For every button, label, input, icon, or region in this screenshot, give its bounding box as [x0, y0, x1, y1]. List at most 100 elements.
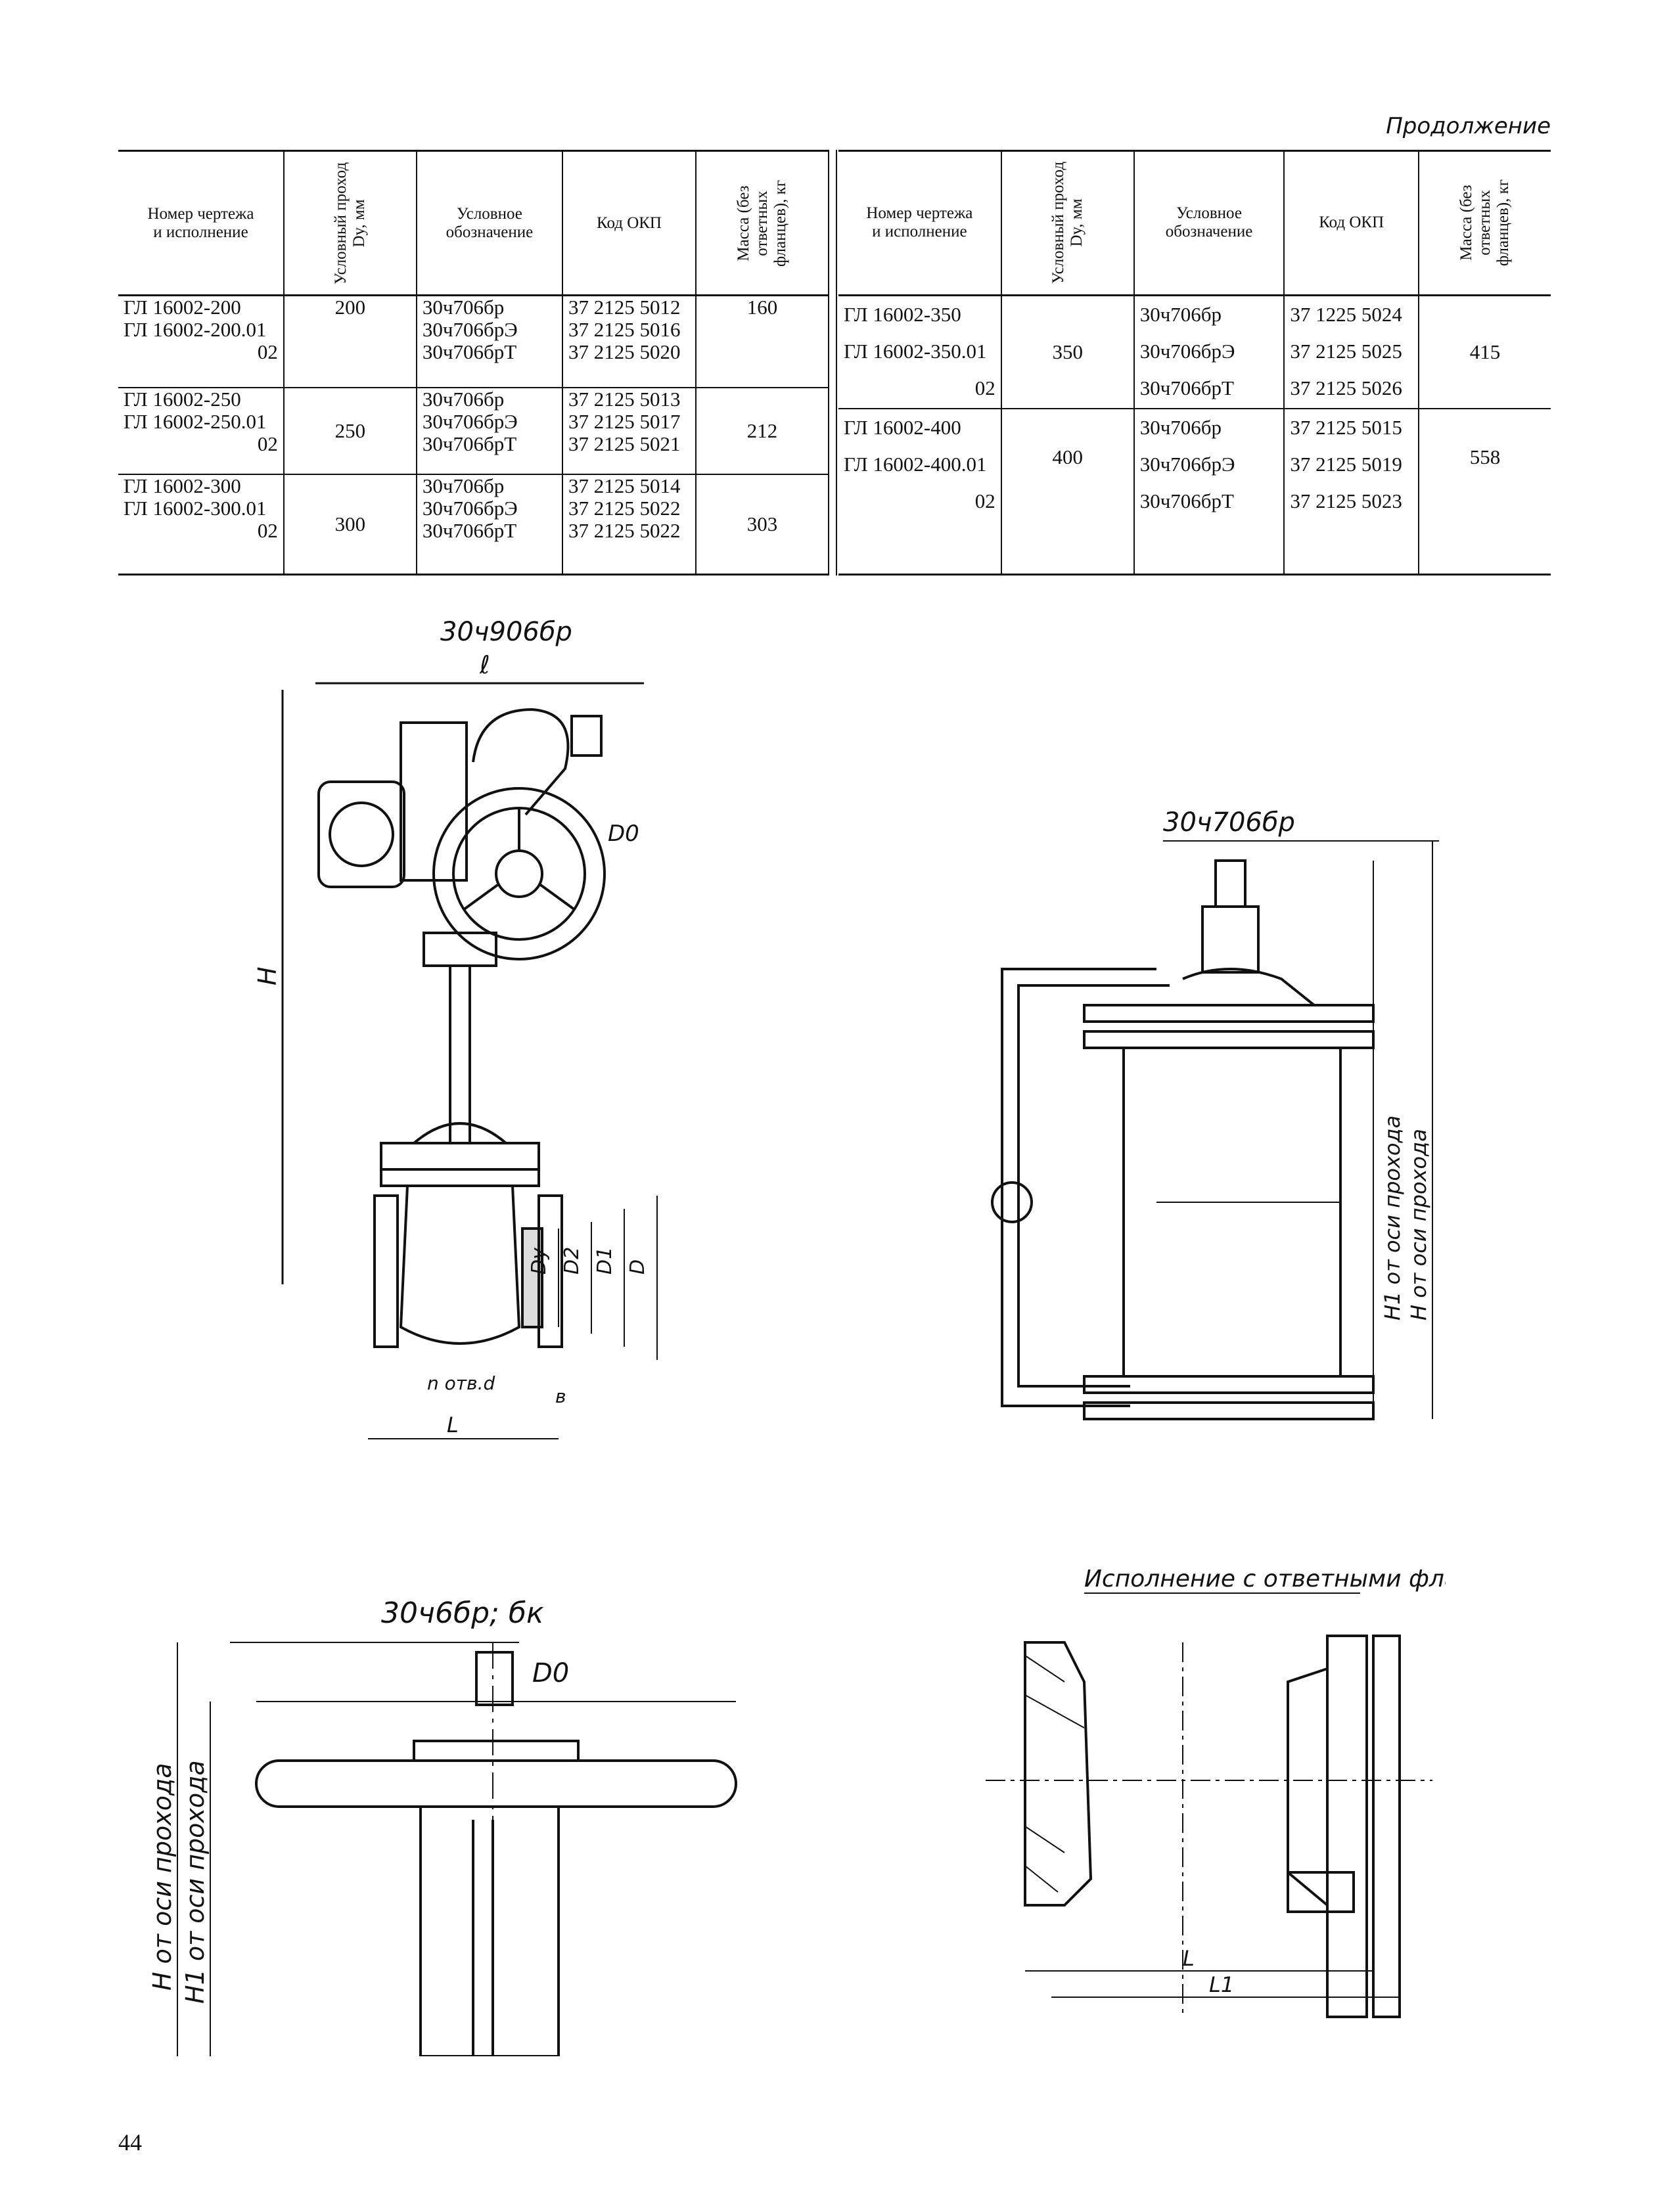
figure-handwheel-30ch6br: 30ч6бр; бк D0 H от оси прохода H1 от оси… [151, 1596, 737, 2056]
header-dn: Условный проход Dy, мм [331, 162, 368, 284]
drawing-cell: 02 [257, 432, 278, 456]
okp-cell: 37 2125 5019 [1290, 452, 1402, 476]
mass-cell: 415 [1469, 340, 1501, 363]
drawing-cell: 02 [257, 519, 278, 543]
okp-cell: 37 2125 5023 [1290, 489, 1402, 512]
fig3-dim-D0: D0 [532, 1658, 569, 1688]
drawing-cell: 02 [974, 489, 995, 512]
designation-cell: 30ч706бр [422, 474, 505, 498]
fig4-dim-L: L [1183, 1946, 1195, 1971]
drawing-cell: ГЛ 16002-400.01 [844, 452, 987, 476]
drawing-cell: ГЛ 16002-400 [844, 415, 961, 439]
fig1-dim-D: D [626, 1259, 649, 1275]
fig2-dim-H: H от оси прохода [1406, 1129, 1431, 1320]
drawing-cell: 02 [257, 340, 278, 364]
dn-cell: 250 [334, 419, 366, 443]
header-mass: Масса (без ответных фланцев), кг [734, 179, 789, 267]
designation-cell: 30ч706брТ [422, 519, 517, 543]
okp-cell: 37 2125 5025 [1290, 339, 1402, 363]
drawing-cell: ГЛ 16002-250 [124, 388, 241, 411]
designation-cell: 30ч706брЭ [422, 497, 518, 520]
okp-cell: 37 2125 5015 [1290, 415, 1402, 439]
fig4-title: Исполнение с ответными фланцами [1084, 1566, 1446, 1592]
drawing-cell: ГЛ 16002-350.01 [844, 339, 987, 363]
designation-cell: 30ч706брЭ [422, 318, 518, 342]
mass-cell: 303 [746, 512, 778, 536]
fig1-title: 30ч906бр [440, 618, 572, 647]
table-header-row: Номер чертежа и исполнение Условный прох… [118, 150, 828, 297]
table-row: ГЛ 16002-400 ГЛ 16002-400.01 02 400 30ч706… [838, 407, 1551, 575]
header-mass: Масса (без ответных фланцев), кг [1457, 179, 1512, 267]
fig3-dim-H: H от оси прохода [151, 1763, 177, 1991]
fig1-dim-H: H [253, 966, 282, 985]
page-number: 44 [118, 2129, 142, 2156]
continuation-label: Продолжение [1386, 113, 1551, 139]
okp-cell: 37 2125 5012 [568, 296, 681, 319]
drawing-cell: ГЛ 16002-300.01 [124, 497, 267, 520]
dn-cell: 400 [1052, 445, 1083, 468]
fig1-dim-l: ℓ [479, 650, 490, 679]
fig1-dim-holes: n отв.d [427, 1372, 495, 1394]
fig2-title: 30ч706бр [1163, 808, 1295, 838]
fig1-dim-b: в [555, 1386, 566, 1407]
header-drawing: Номер чертежа и исполнение [118, 150, 285, 297]
designation-cell: 30ч706брТ [422, 432, 517, 456]
mass-cell: 160 [746, 296, 778, 319]
designation-cell: 30ч706бр [1139, 415, 1222, 439]
fig1-dim-L: L [447, 1412, 459, 1437]
okp-cell: 37 2125 5014 [568, 474, 681, 498]
okp-cell: 37 2125 5020 [568, 340, 681, 364]
header-designation: Условное обозначение [416, 150, 564, 297]
okp-cell: 37 2125 5021 [568, 432, 681, 456]
header-designation: Условное обозначение [1133, 150, 1285, 296]
okp-cell: 37 2125 5022 [568, 519, 681, 543]
okp-cell: 37 2125 5017 [568, 410, 681, 434]
designation-cell: 30ч706брЭ [1139, 339, 1235, 363]
fig3-dim-H1: H1 от оси прохода [181, 1760, 210, 2004]
fig1-dim-D2: D2 [560, 1247, 583, 1275]
designation-cell: 30ч706бр [1139, 302, 1222, 326]
designation-cell: 30ч706брЭ [1139, 452, 1235, 476]
fig1-dim-D0: D0 [608, 821, 639, 847]
designation-cell: 30ч706брТ [1139, 489, 1234, 512]
fig3-title: 30ч6бр; бк [381, 1596, 544, 1630]
drawing-cell: ГЛ 16002-350 [844, 302, 961, 326]
fig2-dim-H1: H1 от оси прохода [1380, 1116, 1405, 1320]
drawing-cell: ГЛ 16002-200 [124, 296, 241, 319]
header-okp: Код ОКП [562, 150, 697, 297]
mass-cell: 212 [746, 419, 778, 443]
header-dn: Условный проход Dy, мм [1049, 162, 1086, 284]
dn-cell: 350 [1052, 340, 1083, 363]
okp-cell: 37 2125 5026 [1290, 376, 1402, 399]
okp-cell: 37 2125 5013 [568, 388, 681, 411]
drawing-cell: ГЛ 16002-200.01 [124, 318, 267, 342]
dn-cell: 200 [334, 296, 366, 319]
figure-valve-30ch906br: 30ч906бр ℓ H D0 Dy D2 D1 D n отв.d в L [253, 618, 658, 1439]
okp-cell: 37 1225 5024 [1290, 302, 1402, 326]
dn-cell: 300 [334, 512, 366, 536]
table-header-row: Номер чертежа и исполнение Условный прох… [838, 150, 1551, 296]
fig1-dim-Dy: Dy [528, 1247, 551, 1275]
figure-counter-flanges: Исполнение с ответными фланцами L L1 [986, 1566, 1446, 2018]
designation-cell: 30ч706брТ [1139, 376, 1234, 399]
designation-cell: 30ч706бр [422, 296, 505, 319]
fig1-dim-D1: D1 [593, 1247, 616, 1275]
drawing-cell: ГЛ 16002-300 [124, 474, 241, 498]
header-okp: Код ОКП [1284, 150, 1419, 296]
figure-valve-30ch706br: 30ч706бр H1 от оси прохода H от оси прох… [991, 808, 1439, 1420]
drawing-cell: ГЛ 16002-250.01 [124, 410, 267, 434]
okp-cell: 37 2125 5022 [568, 497, 681, 520]
spec-table-left: Номер чертежа и исполнение Условный прох… [118, 150, 828, 576]
designation-cell: 30ч706бр [422, 388, 505, 411]
table-row: ГЛ 16002-350 ГЛ 16002-350.01 02 350 30ч706… [838, 295, 1551, 409]
table-divider [828, 150, 837, 576]
mass-cell: 558 [1469, 445, 1501, 468]
header-drawing: Номер чертежа и исполнение [838, 150, 1002, 296]
designation-cell: 30ч706брЭ [422, 410, 518, 434]
okp-cell: 37 2125 5016 [568, 318, 681, 342]
designation-cell: 30ч706брТ [422, 340, 517, 364]
drawing-cell: 02 [974, 376, 995, 399]
